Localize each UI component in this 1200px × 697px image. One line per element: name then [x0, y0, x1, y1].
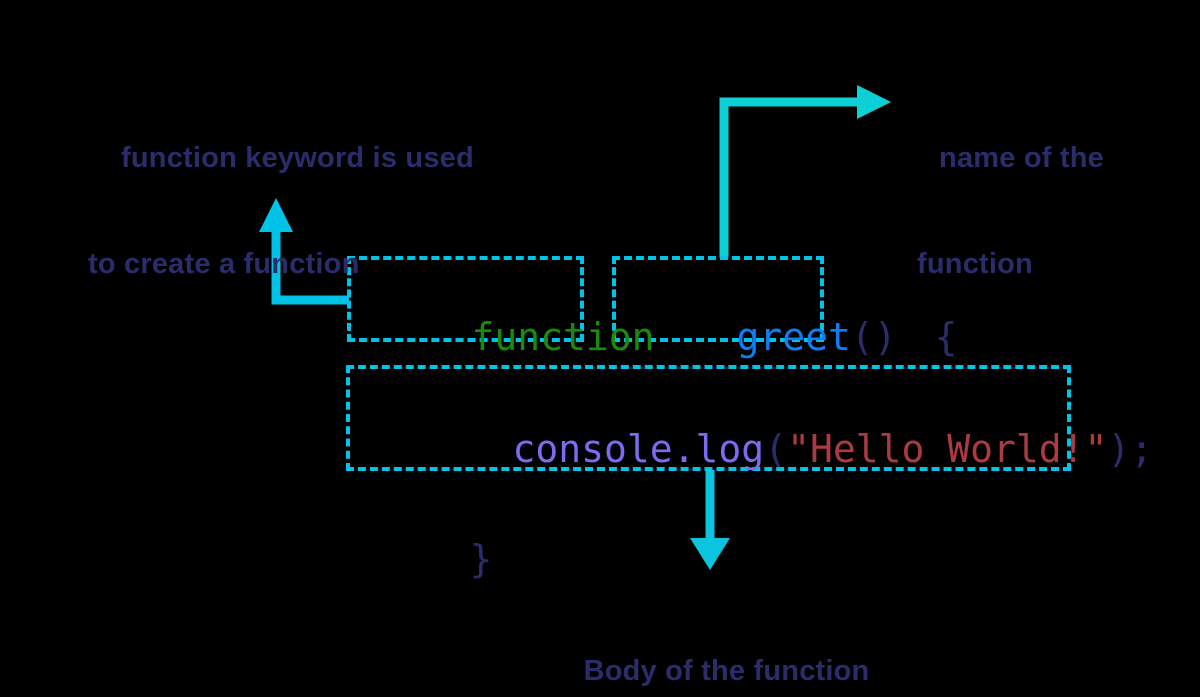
token-parentheses: () — [850, 315, 897, 359]
keyword-highlight-box — [347, 256, 584, 342]
token-brace-open: { — [934, 315, 958, 359]
keyword-annotation-line1: function keyword is used — [121, 142, 474, 174]
token-brace-close: } — [469, 537, 493, 581]
name-annotation-line2: function — [917, 248, 1033, 280]
function-name-highlight-box — [612, 256, 824, 342]
code-function-name: greet() — [645, 280, 897, 394]
code-keyword-function: function — [380, 280, 655, 394]
code-open-brace: { — [843, 280, 958, 394]
body-annotation: Body of the function — [450, 592, 970, 697]
name-annotation: name of the function — [846, 79, 1104, 397]
token-function-name: greet — [736, 315, 851, 359]
token-paren-open: ( — [764, 427, 788, 471]
token-keyword: function — [471, 315, 655, 359]
token-string-literal: "Hello World!" — [787, 427, 1108, 471]
keyword-annotation: function keyword is used to create a fun… — [88, 79, 474, 397]
name-annotation-line1: name of the — [939, 142, 1104, 174]
keyword-annotation-line2: to create a function — [88, 248, 360, 280]
body-annotation-line1: Body of the function — [583, 655, 870, 687]
function-body-highlight-box — [346, 365, 1071, 471]
code-close-brace: } — [378, 502, 493, 616]
token-semicolon: ; — [1130, 427, 1154, 471]
code-console-log-statement: console.log("Hello World!"); — [421, 392, 1154, 506]
token-paren-close: ) — [1107, 427, 1131, 471]
token-console-log: console.log — [512, 427, 765, 471]
